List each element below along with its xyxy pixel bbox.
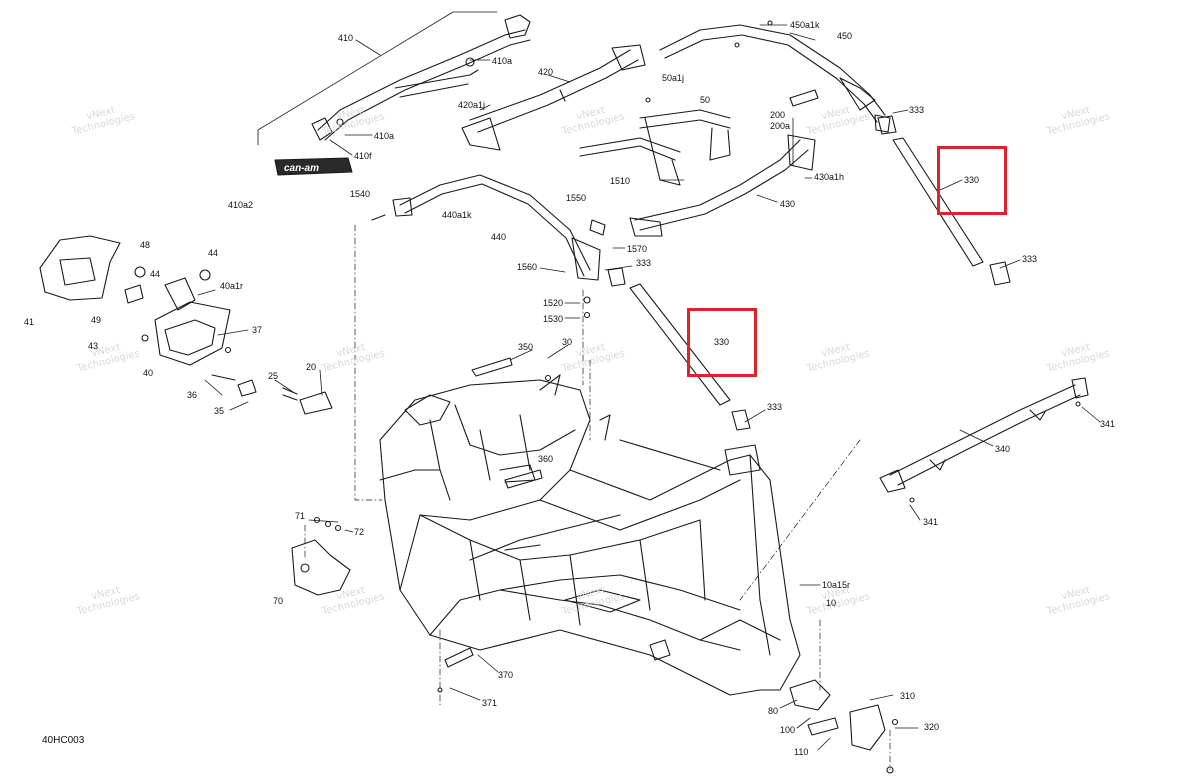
callout-35[interactable]: 35 xyxy=(214,406,225,416)
callout-48[interactable]: 48 xyxy=(140,240,151,250)
part-330-strut-center xyxy=(583,267,751,431)
callout-1510[interactable]: 1510 xyxy=(610,176,631,186)
part-40-bracket xyxy=(124,266,236,381)
callout-1540[interactable]: 1540 xyxy=(350,189,371,199)
callout-333[interactable]: 333 xyxy=(636,258,652,268)
callout-370[interactable]: 370 xyxy=(498,670,514,680)
callout-44[interactable]: 44 xyxy=(208,248,219,258)
callout-450a1k[interactable]: 450a1k xyxy=(790,20,820,30)
callout-341[interactable]: 341 xyxy=(923,517,939,527)
callout-49[interactable]: 49 xyxy=(91,315,102,325)
callout-333[interactable]: 333 xyxy=(767,402,783,412)
part-350-360-clips xyxy=(471,357,552,489)
callout-40[interactable]: 40 xyxy=(143,368,154,378)
callout-360[interactable]: 360 xyxy=(538,454,554,464)
callout-1570[interactable]: 1570 xyxy=(627,244,648,254)
part-450-rollbar xyxy=(659,20,891,133)
callout-340[interactable]: 340 xyxy=(995,444,1011,454)
callout-1560[interactable]: 1560 xyxy=(517,262,538,272)
callout-40a1r[interactable]: 40a1r xyxy=(220,281,244,291)
callout-410a2[interactable]: 410a2 xyxy=(228,200,254,210)
callout-410a[interactable]: 410a xyxy=(374,131,395,141)
callout-200a[interactable]: 200a xyxy=(770,121,791,131)
callout-333[interactable]: 333 xyxy=(909,105,925,115)
callout-43[interactable]: 43 xyxy=(88,341,99,351)
callout-341[interactable]: 341 xyxy=(1100,419,1116,429)
part-50-brace xyxy=(579,97,731,186)
callout-420[interactable]: 420 xyxy=(538,67,554,77)
callout-41[interactable]: 41 xyxy=(24,317,35,327)
part-330-strut-upper xyxy=(877,115,1011,286)
part-25-20-35-hardware xyxy=(237,379,333,415)
part-440-rollbar xyxy=(371,174,606,281)
callout-71[interactable]: 71 xyxy=(295,511,306,521)
leader-lines xyxy=(197,11,1101,751)
callout-70[interactable]: 70 xyxy=(273,596,284,606)
callout-25[interactable]: 25 xyxy=(268,371,279,381)
callout-1550[interactable]: 1550 xyxy=(566,193,587,203)
part-410-rollbar xyxy=(311,14,531,141)
callout-350[interactable]: 350 xyxy=(518,342,534,352)
callout-1530[interactable]: 1530 xyxy=(543,314,564,324)
callout-410f[interactable]: 410f xyxy=(354,151,372,161)
callout-37[interactable]: 37 xyxy=(252,325,263,335)
part-200-tube xyxy=(789,89,819,107)
callout-430[interactable]: 430 xyxy=(780,199,796,209)
callout-440a1k[interactable]: 440a1k xyxy=(442,210,472,220)
callout-330-highlighted[interactable]: 330 xyxy=(964,175,980,185)
part-340-tube xyxy=(879,377,1089,503)
part-310-bracket xyxy=(789,679,899,774)
callout-430a1h[interactable]: 430a1h xyxy=(814,172,845,182)
callout-310[interactable]: 310 xyxy=(900,691,916,701)
part-420-cross-tube xyxy=(461,44,646,151)
callout-110[interactable]: 110 xyxy=(794,747,809,757)
callout-320[interactable]: 320 xyxy=(924,722,940,732)
callout-410[interactable]: 410 xyxy=(338,33,354,43)
callout-44[interactable]: 44 xyxy=(150,269,161,279)
callout-200[interactable]: 200 xyxy=(770,110,786,120)
highlight-box-330-center xyxy=(687,308,757,377)
part-41-plate xyxy=(39,235,121,301)
callout-1520[interactable]: 1520 xyxy=(543,298,564,308)
callout-100[interactable]: 100 xyxy=(780,725,796,735)
callout-330-highlighted[interactable]: 330 xyxy=(714,337,730,347)
part-10-chassis-frame xyxy=(379,374,801,696)
document-code: 40HC003 xyxy=(42,735,85,746)
part-410a2-decal: can-am xyxy=(274,157,353,176)
callout-450[interactable]: 450 xyxy=(837,31,853,41)
callout-50a1j[interactable]: 50a1j xyxy=(662,73,685,83)
callout-440[interactable]: 440 xyxy=(491,232,507,242)
callout-50[interactable]: 50 xyxy=(700,95,711,105)
dash-dot-lines xyxy=(304,224,891,771)
callout-10[interactable]: 10 xyxy=(826,598,837,608)
callout-333[interactable]: 333 xyxy=(1022,254,1038,264)
callout-10a15r[interactable]: 10a15r xyxy=(822,580,851,590)
highlight-box-330-upper xyxy=(937,146,1007,215)
callout-371[interactable]: 371 xyxy=(482,698,498,708)
callout-410a[interactable]: 410a xyxy=(492,56,513,66)
callout-30[interactable]: 30 xyxy=(562,337,573,347)
part-430-bar xyxy=(629,134,816,237)
callout-80[interactable]: 80 xyxy=(768,706,779,716)
part-70-mount xyxy=(291,516,351,596)
callout-420a1j[interactable]: 420a1j xyxy=(458,100,486,110)
callout-20[interactable]: 20 xyxy=(306,362,317,372)
callout-36[interactable]: 36 xyxy=(187,390,198,400)
brand-decal-text: can-am xyxy=(284,163,319,174)
callout-72[interactable]: 72 xyxy=(354,527,365,537)
part-370-bracket xyxy=(437,647,474,693)
